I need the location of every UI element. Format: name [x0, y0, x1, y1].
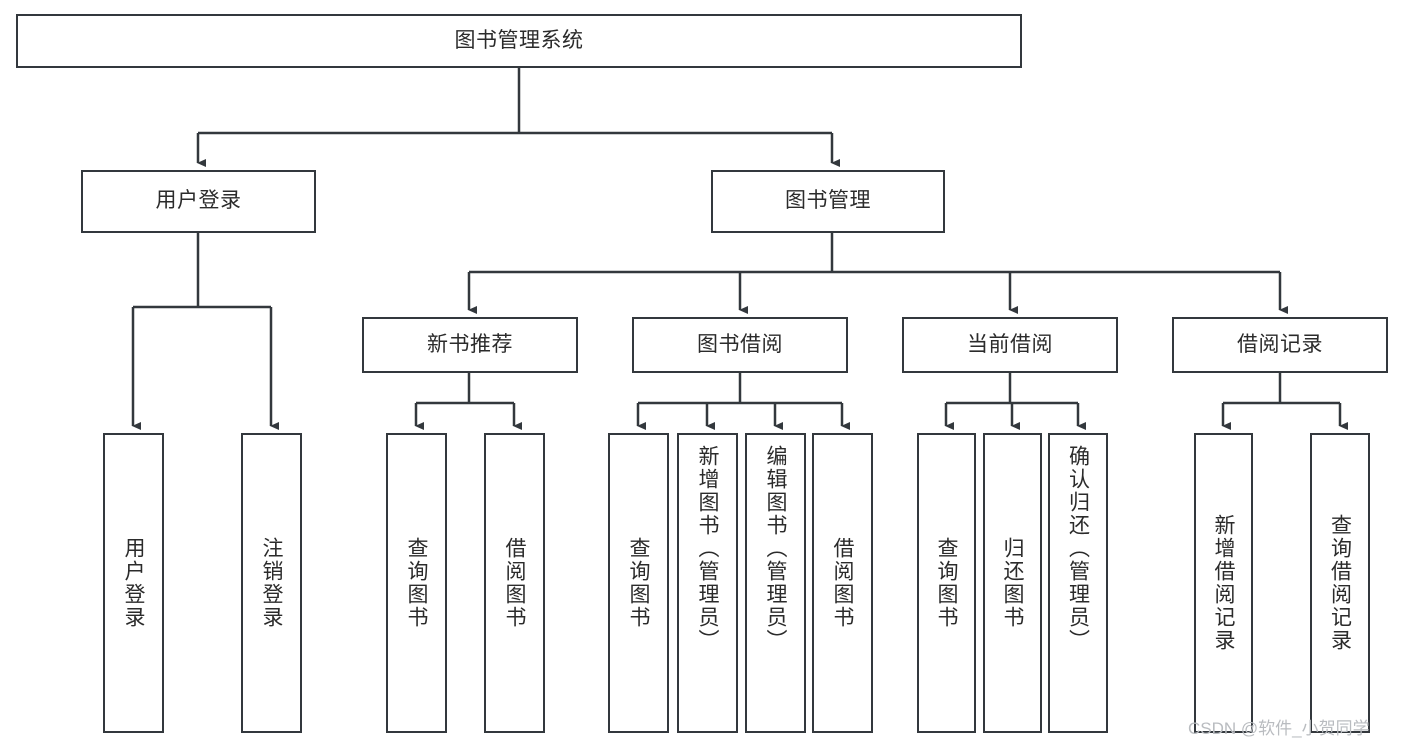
node-leaf-query-borrow-record-label: 查询借阅记录 — [1328, 514, 1352, 652]
node-leaf-borrow-book-label: 借阅图书 — [831, 537, 854, 629]
node-current-borrow-label: 当前借阅 — [967, 332, 1053, 356]
node-leaf-borrow-book-recommend-label: 借阅图书 — [503, 537, 526, 629]
node-leaf-user-login[interactable]: 用户登录 — [103, 433, 164, 733]
node-leaf-query-book-recommend-label: 查询图书 — [405, 537, 428, 629]
node-leaf-logout[interactable]: 注销登录 — [241, 433, 302, 733]
node-leaf-add-borrow-record-label: 新增借阅记录 — [1212, 514, 1235, 652]
node-new-book-recommend[interactable]: 新书推荐 — [362, 317, 578, 373]
node-leaf-query-book-current[interactable]: 查询图书 — [917, 433, 976, 733]
node-leaf-add-borrow-record[interactable]: 新增借阅记录 — [1194, 433, 1253, 733]
node-user-login-label: 用户登录 — [155, 189, 242, 213]
node-leaf-logout-label: 注销登录 — [260, 537, 283, 629]
node-root[interactable]: 图书管理系统 — [16, 14, 1022, 68]
node-borrow-record[interactable]: 借阅记录 — [1172, 317, 1388, 373]
node-book-borrow-label: 图书借阅 — [697, 332, 783, 356]
node-leaf-confirm-return-label: 确认归还（管理员） — [1066, 445, 1090, 652]
node-leaf-borrow-book-recommend[interactable]: 借阅图书 — [484, 433, 545, 733]
node-leaf-add-book-label: 新增图书（管理员） — [696, 445, 719, 652]
node-book-management[interactable]: 图书管理 — [711, 170, 945, 233]
node-leaf-confirm-return[interactable]: 确认归还（管理员） — [1048, 433, 1108, 733]
node-leaf-edit-book[interactable]: 编辑图书（管理员） — [745, 433, 806, 733]
node-leaf-query-book-recommend[interactable]: 查询图书 — [386, 433, 447, 733]
node-user-login[interactable]: 用户登录 — [81, 170, 316, 233]
node-leaf-query-book-current-label: 查询图书 — [935, 537, 958, 629]
node-leaf-user-login-label: 用户登录 — [122, 537, 145, 629]
node-leaf-edit-book-label: 编辑图书（管理员） — [764, 445, 787, 652]
node-leaf-add-book[interactable]: 新增图书（管理员） — [677, 433, 738, 733]
node-leaf-return-book[interactable]: 归还图书 — [983, 433, 1042, 733]
node-leaf-return-book-label: 归还图书 — [1001, 537, 1024, 629]
node-leaf-query-book-borrow-label: 查询图书 — [627, 537, 650, 629]
node-leaf-query-book-borrow[interactable]: 查询图书 — [608, 433, 669, 733]
node-new-book-recommend-label: 新书推荐 — [427, 332, 513, 356]
node-current-borrow[interactable]: 当前借阅 — [902, 317, 1118, 373]
node-borrow-record-label: 借阅记录 — [1237, 332, 1323, 356]
node-book-management-label: 图书管理 — [785, 189, 871, 213]
node-book-borrow[interactable]: 图书借阅 — [632, 317, 848, 373]
node-leaf-query-borrow-record[interactable]: 查询借阅记录 — [1310, 433, 1370, 733]
node-leaf-borrow-book[interactable]: 借阅图书 — [812, 433, 873, 733]
node-root-label: 图书管理系统 — [454, 28, 584, 52]
watermark: CSDN @软件_小贺同学 — [1188, 719, 1370, 738]
